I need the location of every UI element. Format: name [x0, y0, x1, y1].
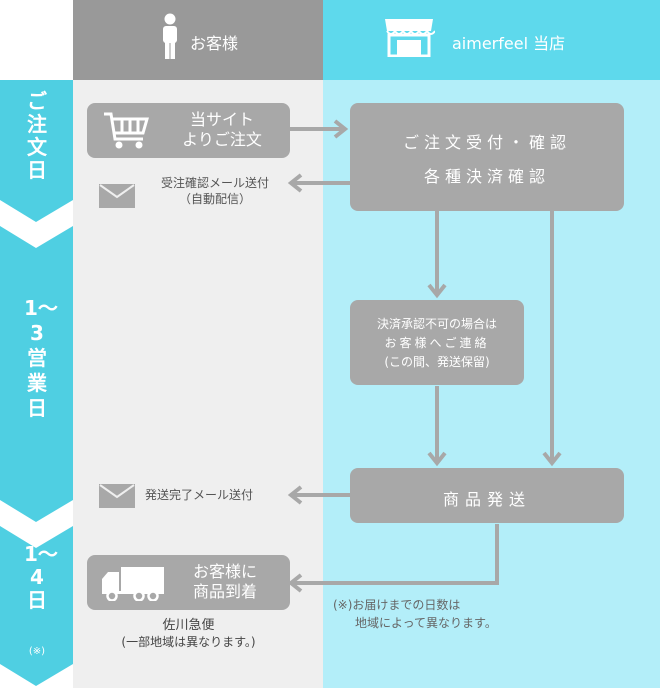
delivery-note-line-1: (※)お届けまでの日数は: [333, 598, 461, 612]
envelope-icon: [99, 184, 135, 208]
stage-delivery-note: (※): [28, 646, 46, 657]
delivery-note-line-2: 地域によって異なります。: [355, 616, 497, 630]
customer-header-label: お客様: [190, 34, 239, 53]
stage-delivery-days: 1〜4日: [24, 542, 58, 612]
shop-header: [323, 0, 660, 80]
order-line-1: 当サイト: [189, 110, 254, 129]
confirm-mail-line-1: 受注確認メール送付: [160, 176, 269, 190]
truck-icon: [102, 567, 164, 601]
stage-bands: [0, 80, 73, 686]
payment-box: 決済承認不可の場合は お客様へご連絡 (この間、発送保留): [350, 300, 524, 385]
ship-mail-label: 発送完了メール送付: [145, 488, 254, 502]
carrier-line-2: (一部地域は異なります。): [121, 635, 256, 649]
shopping-cart-icon: [104, 112, 149, 149]
envelope-icon: [99, 484, 135, 508]
payment-line-1: 決済承認不可の場合は: [376, 317, 497, 331]
arrival-box: お客様に 商品到着: [87, 555, 290, 610]
ship-label: 商品発送: [442, 490, 531, 509]
payment-line-2: お客様へご連絡: [384, 336, 490, 350]
accept-line-2: 各種決済確認: [423, 167, 550, 186]
storefront-icon: [385, 19, 435, 57]
order-box: 当サイト よりご注文: [87, 103, 290, 158]
ship-box: 商品発送: [350, 468, 624, 523]
payment-line-3: (この間、発送保留): [384, 355, 490, 369]
confirm-mail-line-2: （自動配信）: [178, 192, 251, 206]
person-icon: [163, 13, 177, 59]
customer-header: [73, 0, 323, 80]
stage-order-day: ご注文日: [27, 89, 47, 182]
order-line-2: よりご注文: [182, 130, 262, 149]
accept-box: ご注文受付・確認 各種決済確認: [350, 103, 624, 211]
arrival-line-1: お客様に: [192, 562, 257, 581]
shop-header-label: aimerfeel 当店: [452, 34, 566, 53]
carrier-line-1: 佐川急便: [162, 618, 215, 633]
accept-line-1: ご注文受付・確認: [402, 133, 571, 152]
arrival-line-2: 商品到着: [192, 582, 257, 601]
